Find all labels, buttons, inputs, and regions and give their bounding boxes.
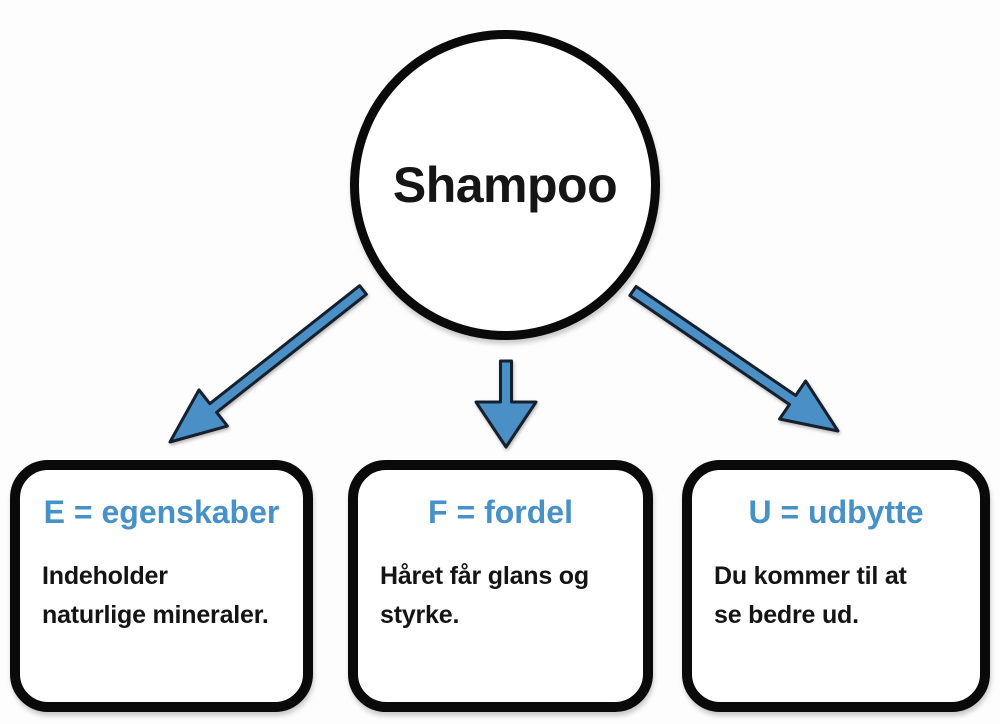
box-egenskaber-body: Indeholder naturlige mineraler.	[34, 557, 289, 635]
box-fordel-body-line-1: Håret får glans og	[380, 562, 589, 590]
box-udbytte-body-line-1: Du kommer til at	[714, 562, 907, 590]
box-udbytte-body-line-2: se bedre ud.	[714, 601, 859, 629]
box-fordel-heading: F = fordel	[428, 494, 573, 530]
arrow-down-icon	[474, 359, 538, 449]
root-node-circle: Shampoo	[350, 30, 660, 340]
box-egenskaber: E = egenskaber Indeholder naturlige mine…	[10, 460, 313, 712]
root-node-label: Shampoo	[392, 157, 618, 213]
box-udbytte-body: Du kommer til at se bedre ud.	[706, 557, 966, 635]
arrow-down-left-icon	[168, 284, 368, 444]
box-egenskaber-heading: E = egenskaber	[43, 494, 280, 530]
box-fordel: F = fordel Håret får glans og styrke.	[348, 460, 653, 712]
box-egenskaber-body-line-1: Indeholder	[42, 562, 168, 590]
box-udbytte-heading: U = udbytte	[748, 494, 924, 530]
box-fordel-body: Håret får glans og styrke.	[372, 557, 629, 635]
box-udbytte: U = udbytte Du kommer til at se bedre ud…	[682, 460, 990, 712]
box-egenskaber-body-line-2: naturlige mineraler.	[42, 601, 269, 629]
arrow-down-right-icon	[628, 285, 840, 433]
box-fordel-body-line-2: styrke.	[380, 601, 460, 629]
